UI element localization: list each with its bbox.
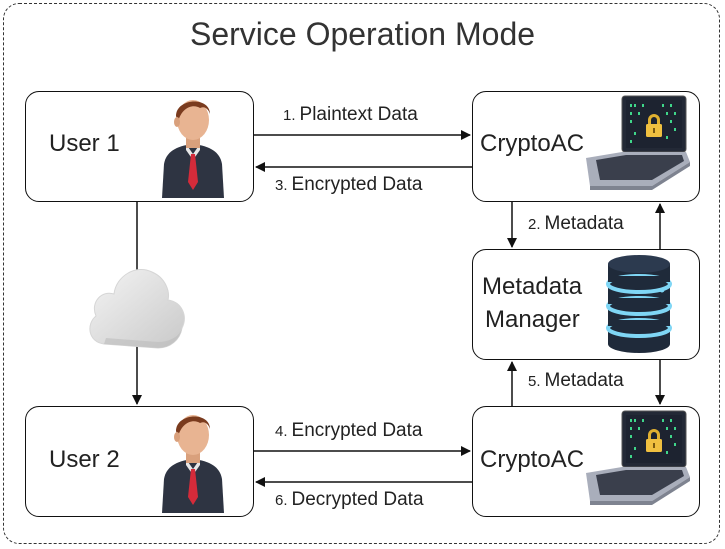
person-icon [162,100,224,198]
cloud-icon [89,269,185,349]
edge-3-label: 3.Encrypted Data [275,174,423,195]
metadata-manager-label-line2: Manager [485,306,580,333]
person-icon [162,415,224,513]
laptop-lock-icon [586,410,690,505]
edge-6-label: 6.Decrypted Data [275,489,424,510]
metadata-manager-label-line1: Metadata [482,273,583,300]
edge-5-label: 5.Metadata [528,370,624,391]
user2-label: User 2 [49,446,120,473]
database-icon [606,255,672,353]
user1-label: User 1 [49,130,120,157]
edge-2-label: 2.Metadata [528,213,624,234]
cryptoac-top-label: CryptoAC [480,130,585,157]
diagram-title: Service Operation Mode [189,16,536,52]
cryptoac-bottom-label: CryptoAC [480,446,585,473]
edge-1-label: 1.Plaintext Data [283,104,418,125]
service-frame [3,3,720,544]
laptop-lock-icon [586,95,690,190]
edge-4-label: 4.Encrypted Data [275,420,423,441]
